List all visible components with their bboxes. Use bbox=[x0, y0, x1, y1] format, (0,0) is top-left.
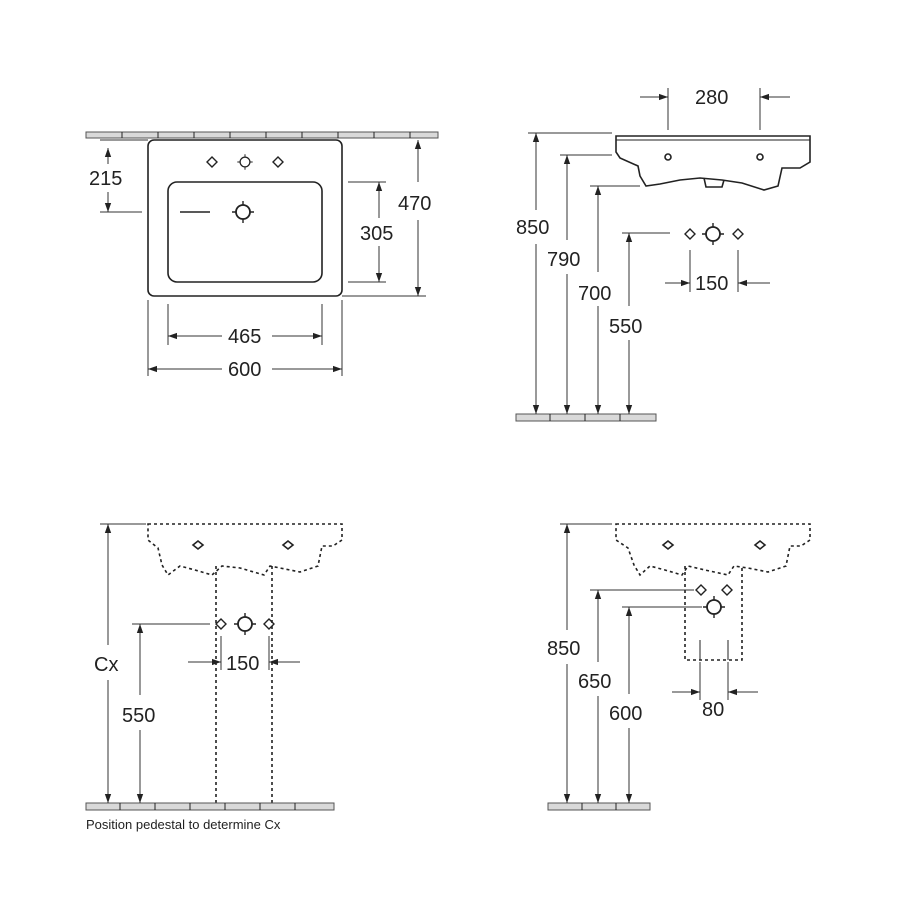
dim-80: 80 bbox=[672, 662, 758, 721]
side-valve-right-icon bbox=[732, 228, 744, 240]
dim-80-label: 80 bbox=[702, 699, 724, 721]
dim-600-semipedestal: 600 bbox=[609, 606, 702, 803]
dim-305: 305 bbox=[348, 181, 393, 283]
dim-700: 700 bbox=[578, 185, 640, 414]
dim-550-pedestal: 550 bbox=[122, 623, 210, 803]
dim-150-side: 150 bbox=[665, 250, 770, 295]
dim-470: 470 bbox=[342, 140, 431, 297]
dim-150-pedestal-label: 150 bbox=[226, 653, 259, 675]
tap-hole-centre-icon bbox=[236, 153, 254, 171]
dim-550-side: 550 bbox=[609, 232, 670, 414]
dim-465-label: 465 bbox=[228, 326, 261, 348]
side-view: 280 850 790 700 bbox=[515, 87, 811, 422]
dim-850-semipedestal: 850 bbox=[547, 523, 612, 803]
dim-305-label: 305 bbox=[360, 223, 393, 245]
dim-600-semipedestal-label: 600 bbox=[609, 703, 642, 725]
pedestal-floor-strip bbox=[85, 802, 335, 811]
waste-icon bbox=[231, 200, 255, 224]
pedestal-valve-left-icon bbox=[215, 618, 227, 630]
basin-bowl bbox=[167, 181, 323, 283]
side-floor-strip bbox=[515, 413, 657, 422]
side-waste-outlet bbox=[703, 177, 725, 188]
basin-outline bbox=[147, 139, 343, 297]
tap-hole-right-icon bbox=[272, 156, 284, 168]
dim-850-side-label: 850 bbox=[516, 217, 549, 239]
dim-550-pedestal-label: 550 bbox=[122, 705, 155, 727]
semi-pedestal-view: 850 650 600 80 bbox=[547, 523, 811, 811]
dim-150-pedestal: 150 bbox=[188, 636, 300, 675]
semipedestal-valve-right-icon bbox=[721, 584, 733, 596]
tap-hole-left-icon bbox=[206, 156, 218, 168]
top-view: 215 470 305 465 bbox=[85, 131, 439, 381]
dim-700-label: 700 bbox=[578, 283, 611, 305]
dim-850-semipedestal-label: 850 bbox=[547, 638, 580, 660]
dim-470-label: 470 bbox=[398, 193, 431, 215]
dim-790: 790 bbox=[547, 154, 612, 414]
dim-600: 600 bbox=[147, 300, 343, 381]
pedestal-view: Cx 550 150 Position pedestal to determin… bbox=[85, 523, 343, 832]
dim-cx: Cx bbox=[94, 523, 146, 803]
semipedestal-trap-cover bbox=[684, 566, 743, 661]
dim-cx-label: Cx bbox=[94, 654, 118, 676]
semipedestal-floor-strip bbox=[547, 802, 651, 811]
pedestal-column bbox=[215, 566, 273, 804]
side-waste-icon bbox=[701, 222, 725, 246]
dim-550-side-label: 550 bbox=[609, 316, 642, 338]
top-wall-strip bbox=[85, 131, 439, 139]
pedestal-note: Position pedestal to determine Cx bbox=[86, 817, 281, 832]
dim-215-label: 215 bbox=[89, 168, 122, 190]
dim-280: 280 bbox=[640, 87, 790, 130]
dim-600-label: 600 bbox=[228, 359, 261, 381]
semipedestal-waste-icon bbox=[702, 595, 726, 619]
dim-650: 650 bbox=[578, 589, 694, 803]
semipedestal-basin-outline bbox=[615, 523, 811, 577]
pedestal-waste-icon bbox=[233, 612, 257, 636]
basin-side-profile bbox=[615, 135, 811, 191]
dim-650-label: 650 bbox=[578, 671, 611, 693]
dim-280-label: 280 bbox=[695, 87, 728, 109]
dim-465: 465 bbox=[167, 304, 323, 348]
pedestal-basin-outline bbox=[147, 523, 343, 577]
semipedestal-valve-left-icon bbox=[695, 584, 707, 596]
dim-150-side-label: 150 bbox=[695, 273, 728, 295]
dim-790-label: 790 bbox=[547, 249, 580, 271]
side-valve-left-icon bbox=[684, 228, 696, 240]
dim-215: 215 bbox=[89, 139, 148, 213]
dim-850-side: 850 bbox=[516, 132, 612, 414]
